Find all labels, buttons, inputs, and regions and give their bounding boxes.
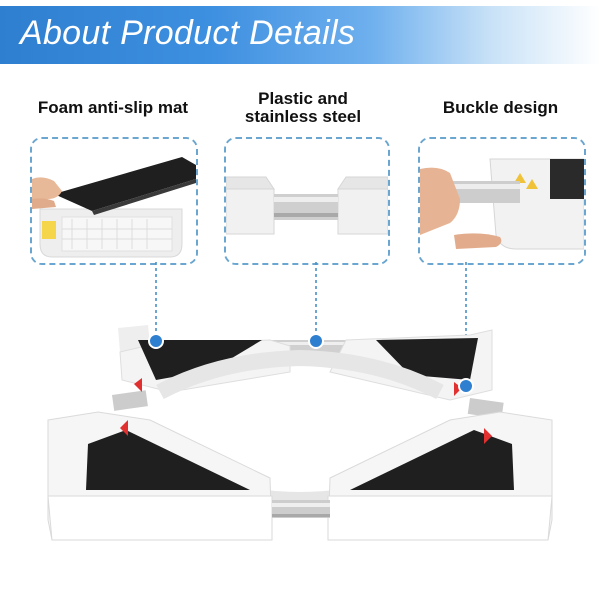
detail-panel-foam-mat bbox=[30, 137, 198, 265]
feature-label-plastic: Plastic and stainless steel bbox=[218, 90, 388, 126]
adjust-arrows bbox=[120, 378, 492, 444]
mat-back-left bbox=[138, 340, 262, 380]
feature-label-buckle: Buckle design bbox=[418, 99, 583, 117]
mat-front-right bbox=[350, 430, 514, 490]
mat-front-left bbox=[86, 430, 250, 490]
steel-tube-closeup-image bbox=[226, 139, 388, 263]
banner-title: About Product Details bbox=[20, 14, 356, 52]
feature-label-plastic-line1: Plastic and bbox=[258, 89, 348, 108]
header-banner: About Product Details bbox=[0, 6, 600, 64]
mat-back-right bbox=[376, 338, 478, 380]
buckle-closeup-image bbox=[420, 139, 584, 263]
detail-panel-plastic-steel bbox=[224, 137, 390, 265]
highlight-dots bbox=[148, 333, 474, 394]
detail-panel-buckle bbox=[418, 137, 586, 265]
feature-label-foam-text: Foam anti-slip mat bbox=[37, 98, 189, 117]
feature-label-plastic-line2: stainless steel bbox=[244, 107, 362, 126]
feature-label-foam: Foam anti-slip mat bbox=[28, 99, 198, 117]
feature-label-buckle-text: Buckle design bbox=[442, 98, 559, 117]
foam-mat-closeup-image bbox=[32, 139, 196, 263]
